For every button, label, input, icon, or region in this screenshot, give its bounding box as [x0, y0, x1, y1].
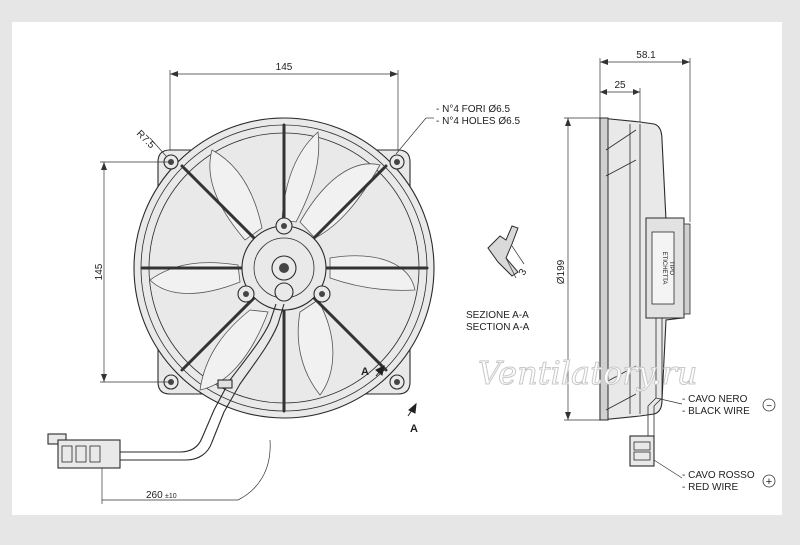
front-dimension-lines [100, 70, 434, 504]
section-a-a-profile [487, 225, 525, 279]
side-connector [629, 435, 655, 467]
type-label-line1: ETICHETTA [661, 252, 667, 285]
positive-symbol-circle [762, 474, 776, 488]
side-view [599, 117, 691, 467]
front-view [47, 117, 435, 469]
hub-depth-dimension: 25 [614, 80, 626, 91]
side-dimension-lines [564, 58, 691, 479]
type-label-line2: TIPO [668, 261, 674, 275]
type-label-box [651, 231, 675, 305]
black-wire-label-it: - CAVO NERO [682, 394, 748, 405]
negative-symbol-circle [762, 398, 776, 412]
holes-label-en: - N°4 HOLES Ø6.5 [436, 116, 520, 127]
cable-length-tolerance: ±10 [165, 493, 177, 500]
section-title-en: SECTION A-A [466, 322, 530, 333]
section-cut-marks [375, 365, 417, 417]
mounting-holes [163, 154, 405, 390]
section-mark-bottom: A [410, 423, 418, 435]
connector [47, 433, 121, 469]
fan-blades [149, 131, 416, 396]
diameter-dimension: Ø199 [556, 259, 567, 284]
section-title-it: SEZIONE A-A [466, 310, 529, 321]
black-wire-label-en: - BLACK WIRE [682, 406, 750, 417]
watermark: Ventilatory.ru [478, 354, 697, 392]
red-wire-label-it: - CAVO ROSSO [682, 470, 755, 481]
depth-dimension: 58.1 [636, 50, 656, 61]
height-dimension: 145 [94, 263, 105, 280]
holes-label-it: - N°4 FORI Ø6.5 [436, 104, 510, 115]
cable-length-dimension: 260 [146, 490, 163, 501]
width-dimension: 145 [276, 62, 293, 73]
hub-screws [237, 217, 331, 303]
support-spokes [140, 123, 429, 413]
negative-symbol: − [766, 401, 772, 412]
red-wire-label-en: - RED WIRE [682, 482, 738, 493]
power-cable [110, 303, 285, 461]
positive-symbol: + [766, 476, 772, 488]
section-mark-top: A [361, 366, 369, 378]
section-dimension: 3 [517, 267, 530, 278]
